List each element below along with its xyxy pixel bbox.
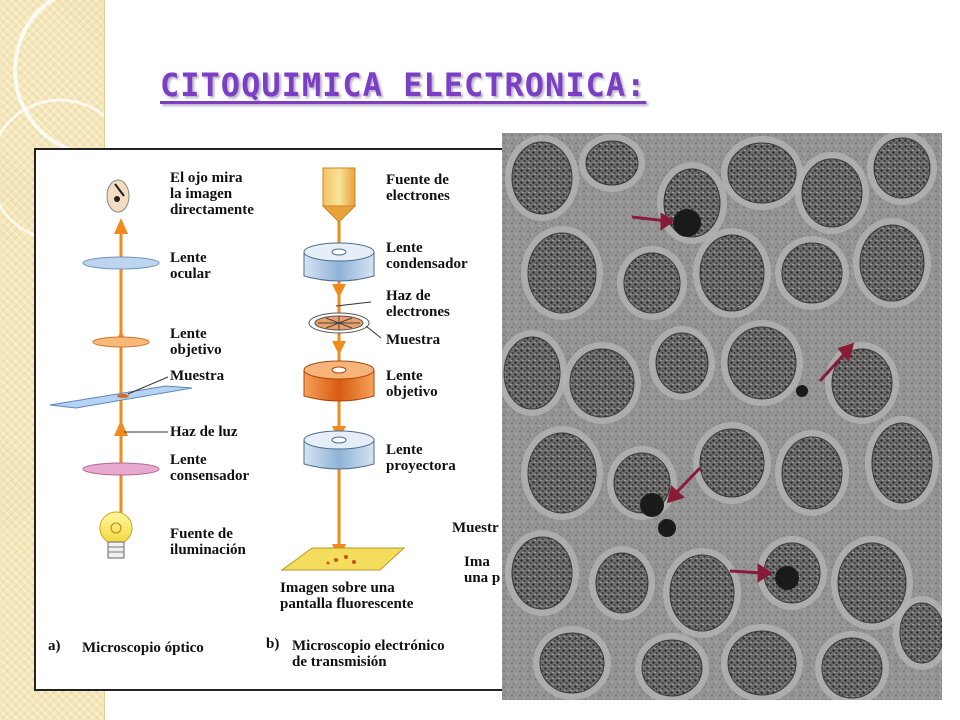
cell-nucleus (699, 234, 765, 312)
electron-micrograph-photo (502, 133, 942, 700)
microscope-diagram: El ojo mira la imagen directamente Lente… (34, 148, 534, 691)
cell-nucleus (899, 602, 942, 664)
caption-optical: Microscopio óptico (82, 640, 204, 656)
cell-nucleus (781, 242, 843, 304)
objective-lens-icon (303, 360, 375, 402)
cell-nucleus (585, 140, 639, 186)
cell-nucleus (801, 158, 863, 228)
cell-nucleus (831, 348, 893, 418)
cell-nucleus (837, 542, 907, 624)
beam-arrow-icon (114, 218, 128, 234)
micrograph-cells (502, 133, 942, 700)
cell-nucleus (669, 554, 735, 632)
projector-lens-icon (303, 430, 375, 470)
dense-granule (775, 566, 799, 590)
dense-granule (658, 519, 676, 537)
cell-nucleus (539, 632, 605, 694)
label-electron-condenser: Lente condensador (386, 240, 468, 272)
cell-nucleus (527, 232, 597, 314)
label-electron-objective: Lente objetivo (386, 368, 438, 400)
cell-nucleus (727, 142, 797, 204)
cell-nucleus (595, 552, 649, 614)
label-electron-beam: Haz de electrones (386, 288, 450, 320)
pointer-arrow-icon (818, 349, 849, 383)
micrograph-drawing (502, 133, 942, 700)
cell-nucleus (699, 428, 765, 498)
cell-nucleus (873, 137, 931, 199)
cell-nucleus (727, 630, 797, 696)
caption-letter-a: a) (48, 638, 61, 654)
cell-nucleus (655, 332, 709, 394)
label-sample: Muestra (170, 368, 225, 384)
cell-nucleus (871, 422, 933, 504)
caption-electron: Microscopio electrónico de transmisión (292, 638, 445, 670)
cell-nucleus (503, 336, 561, 410)
condenser-lens-icon (82, 462, 160, 476)
sample-grid-icon (308, 312, 370, 334)
cell-nucleus (859, 224, 925, 302)
label-electron-source: Fuente de electrones (386, 172, 450, 204)
beam-arrow-icon (332, 284, 346, 298)
cell-nucleus (821, 637, 883, 699)
eye-icon (106, 179, 130, 213)
cell-nucleus (511, 536, 573, 610)
electron-microscope (280, 167, 406, 571)
cell-nucleus (623, 252, 681, 314)
label-sample-cut: Muestr (452, 520, 499, 536)
cell-nucleus (569, 348, 635, 418)
cell-nucleus (641, 639, 703, 697)
dense-granule (796, 385, 808, 397)
ocular-lens-icon (82, 256, 160, 270)
cell-nucleus (527, 432, 597, 514)
label-ocular-lens: Lente ocular (170, 250, 211, 282)
diagram-drawing (49, 167, 406, 571)
label-image-cut: Ima una p (464, 554, 501, 586)
dense-granule (640, 493, 664, 517)
cell-nucleus (727, 326, 797, 400)
label-electron-sample: Muestra (386, 332, 441, 348)
slide-title: CITOQUIMICA ELECTRONICA: (160, 66, 647, 104)
label-light-source: Fuente de iluminación (170, 526, 246, 558)
light-bulb-icon (99, 511, 133, 559)
dense-granule (673, 209, 701, 237)
pointer-arrow-icon (672, 466, 702, 497)
electron-source-icon (321, 167, 357, 223)
caption-letter-b: b) (266, 636, 280, 652)
label-fluorescent-screen: Imagen sobre una pantalla fluorescente (280, 580, 414, 612)
cell-nucleus (511, 141, 573, 215)
label-objective-lens: Lente objetivo (170, 326, 222, 358)
optical-microscope (49, 179, 193, 559)
cell-nucleus (781, 436, 843, 510)
objective-lens-icon (92, 336, 150, 348)
fluorescent-screen-icon (280, 547, 406, 571)
micrograph-arrows (631, 212, 855, 583)
label-eye: El ojo mira la imagen directamente (170, 170, 254, 218)
condenser-lens-icon (303, 242, 375, 282)
label-condenser-lens: Lente consensador (170, 452, 250, 484)
label-projector-lens: Lente proyectora (386, 442, 456, 474)
label-light-beam: Haz de luz (170, 424, 238, 440)
